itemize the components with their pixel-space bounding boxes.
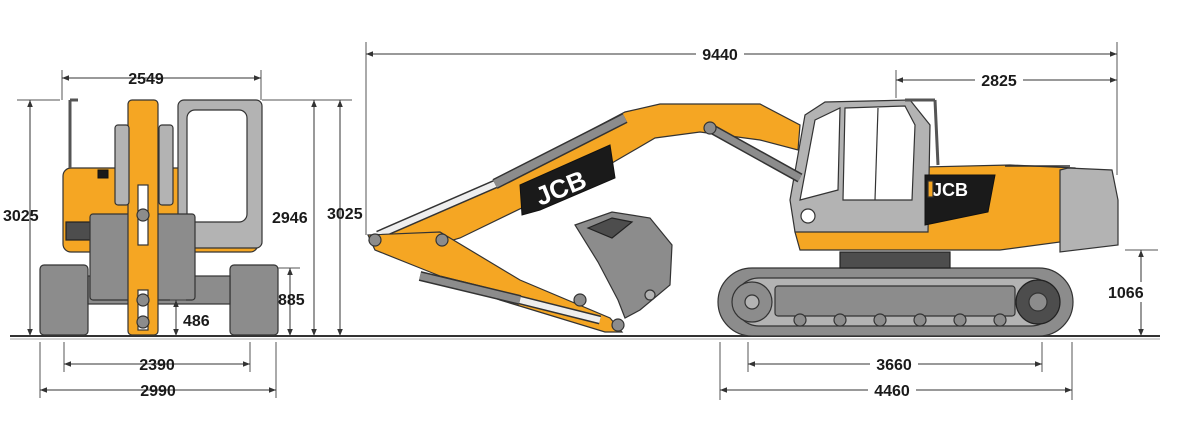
front-track-right xyxy=(229,264,279,336)
side-cab-window-front xyxy=(799,107,841,201)
side-dimensions: 9440 2825 1066 3660 4460 xyxy=(365,42,1158,400)
dim-front-height-left: 3025 xyxy=(3,208,39,225)
front-dimensions: 2549 3025 2946 3025 885 486 2390 2990 xyxy=(3,70,363,400)
side-cab-window-side xyxy=(842,105,916,201)
dim-track-overall-width: 2990 xyxy=(140,383,176,400)
front-view-machine xyxy=(39,98,279,336)
side-view-machine: JCB JCB xyxy=(367,98,1119,337)
side-logo-right: JCB xyxy=(932,180,968,200)
dim-front-height-right: 3025 xyxy=(327,206,363,223)
front-track-left xyxy=(39,264,89,336)
dim-track-height: 1066 xyxy=(1108,285,1144,302)
dim-front-width: 2549 xyxy=(128,71,164,88)
front-cab-window xyxy=(186,109,248,223)
dim-track-length: 4460 xyxy=(874,383,910,400)
dim-track-gauge: 2390 xyxy=(139,357,175,374)
side-logo-badge-boom xyxy=(519,144,616,216)
dim-tumbler-distance: 3660 xyxy=(876,357,912,374)
side-counterweight xyxy=(1059,167,1119,253)
dim-counterweight-clearance: 885 xyxy=(278,292,305,309)
dim-overall-length: 9440 xyxy=(702,47,738,64)
side-logo-badge-right xyxy=(924,174,996,226)
dim-front-machine-height: 2946 xyxy=(272,210,308,227)
dim-tail-swing: 2825 xyxy=(981,73,1017,90)
dim-ground-clearance: 486 xyxy=(183,313,210,330)
